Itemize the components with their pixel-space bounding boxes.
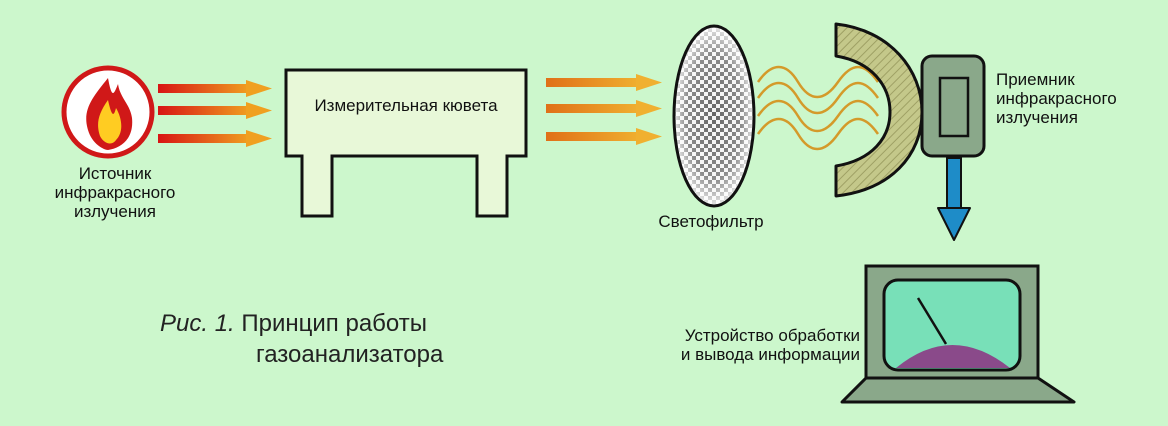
ir-waves — [756, 65, 880, 151]
ir-arrow — [546, 128, 662, 145]
processing-device — [840, 264, 1076, 404]
concave-mirror — [834, 22, 924, 198]
ir-receiver — [920, 54, 986, 158]
receiver-label-line: инфракрасного — [996, 89, 1117, 108]
ir-arrows-middle — [546, 74, 662, 145]
filter-label: Светофильтр — [658, 212, 764, 231]
processor-label: Устройство обработки и вывода информации — [640, 326, 860, 364]
processor-label-line: Устройство обработки — [684, 326, 860, 345]
ir-arrow — [158, 102, 272, 119]
ir-arrow — [546, 100, 662, 117]
receiver-label-line: Приемник — [996, 70, 1075, 89]
source-label: Источник инфракрасного излучения — [40, 164, 190, 221]
source-label-line: инфракрасного — [54, 183, 176, 202]
measurement-cuvette — [284, 68, 528, 218]
light-filter — [672, 24, 756, 208]
down-arrow-icon — [937, 157, 971, 241]
caption-title-1: Принцип работы — [241, 310, 427, 337]
fire-icon — [61, 65, 155, 159]
ir-arrows-left — [158, 80, 272, 147]
receiver-label: Приемник инфракрасного излучения — [996, 70, 1156, 127]
source-label-line: Источник — [78, 164, 152, 183]
cuvette-label: Измерительная кювета — [314, 96, 498, 115]
caption-prefix: Рис. 1. — [160, 310, 235, 337]
figure-caption: Рис. 1. Принцип работы газоанализатора — [160, 308, 580, 370]
processor-label-line: и вывода информации — [680, 345, 860, 364]
ir-arrow — [158, 80, 272, 97]
caption-title-2: газоанализатора — [256, 341, 444, 368]
caption-line-1: Рис. 1. Принцип работы — [160, 308, 580, 339]
ir-arrow — [546, 74, 662, 91]
caption-line-2: газоанализатора — [160, 339, 580, 370]
source-label-line: излучения — [74, 202, 156, 221]
ir-arrow — [158, 130, 272, 147]
receiver-label-line: излучения — [996, 108, 1078, 127]
